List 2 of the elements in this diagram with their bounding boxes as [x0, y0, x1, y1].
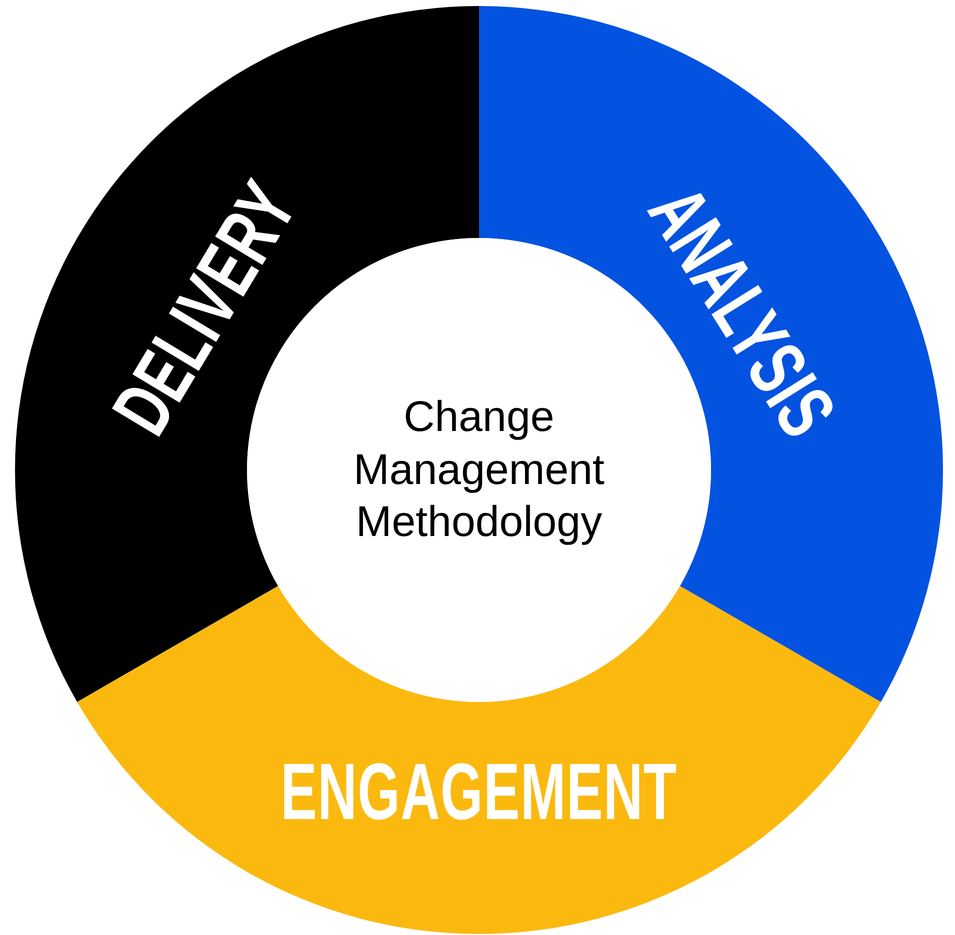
segment-label: ENGAGEMENT — [280, 752, 678, 832]
center-title: Change Management Methodology — [352, 392, 606, 548]
